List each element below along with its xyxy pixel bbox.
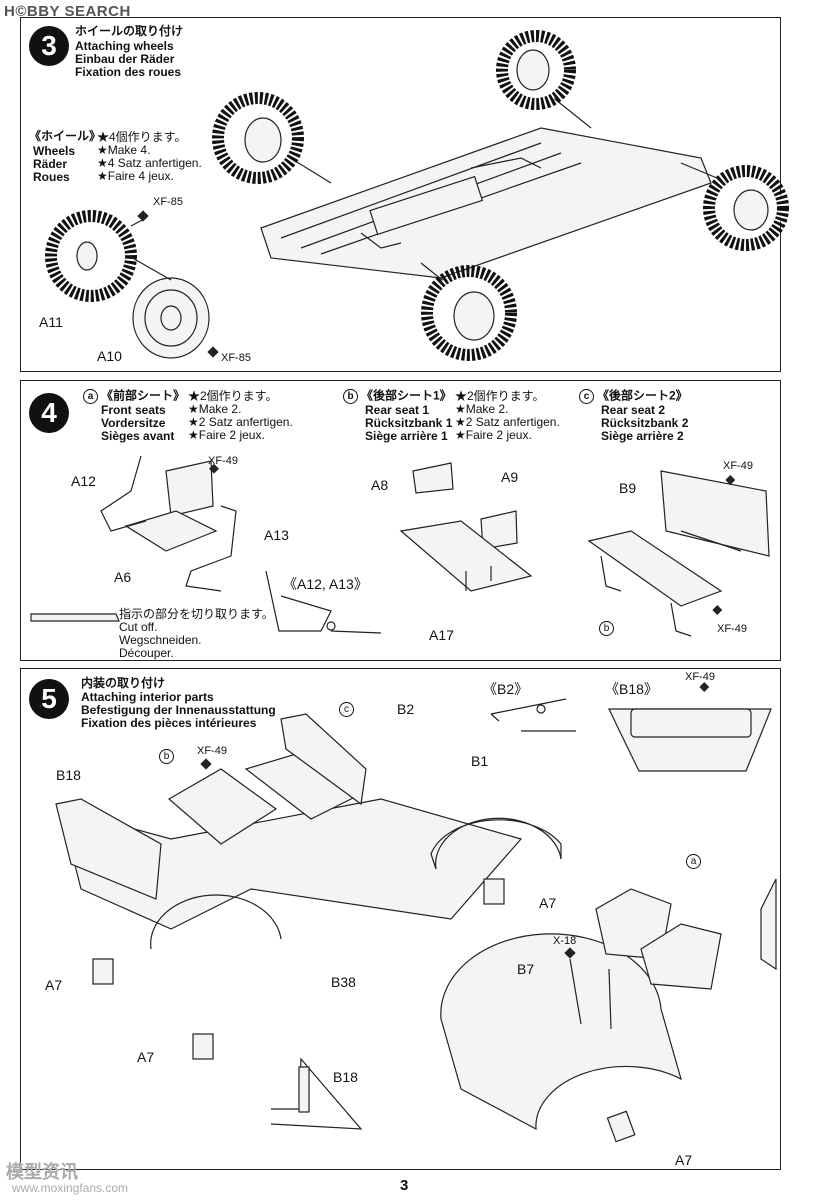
wheels-jp: 《ホイール》 [29, 129, 102, 143]
step-number: 5 [29, 679, 69, 719]
front-make-jp: ★2個作ります。 [188, 389, 278, 403]
circle-a-ref: a [686, 853, 701, 869]
front-seats-jp-text: 《前部シート》 [101, 388, 186, 403]
label-b18-detail: 《B18》 [605, 681, 658, 697]
label-b2: B2 [397, 701, 415, 717]
rear-seat1-jp-text: 《後部シート1》 [361, 388, 452, 403]
label-a12: A12 [71, 473, 96, 489]
rear-seat1-en: Rear seat 1 [365, 403, 430, 417]
cut-fr: Découper. [119, 646, 174, 660]
front-seats-de: Vordersitze [101, 416, 166, 430]
rear-seat1-fr: Siège arrière 1 [365, 429, 448, 443]
rear-seat2-jp: c《後部シート2》 [579, 389, 688, 404]
label-a: a [686, 852, 704, 869]
cut-de: Wegschneiden. [119, 633, 202, 647]
rear-seat1-de: Rücksitzbank 1 [365, 416, 453, 430]
label-xf85-bottom: XF-85 [221, 352, 251, 364]
make-en: ★Make 4. [97, 143, 151, 157]
label-b-circle: b [599, 619, 617, 636]
front-make-de: ★2 Satz anfertigen. [188, 415, 293, 429]
label-x18: X-18 [553, 935, 577, 947]
label-xf49-b: XF-49 [197, 745, 227, 757]
label-xf85-top: XF-85 [153, 196, 183, 208]
circle-b: b [343, 389, 358, 404]
rear1-make-de: ★2 Satz anfertigen. [455, 415, 560, 429]
cut-en: Cut off. [119, 620, 158, 634]
circle-a: a [83, 389, 98, 404]
seats-drawing [30, 455, 770, 637]
label-a7-3: A7 [137, 1049, 155, 1065]
interior-drawing [55, 682, 777, 1143]
label-b2-detail: 《B2》 [483, 681, 529, 697]
label-xf49-a: XF-49 [208, 455, 238, 467]
label-b9: B9 [619, 480, 637, 496]
front-make-fr: ★Faire 2 jeux. [188, 428, 265, 442]
rear-seat2-jp-text: 《後部シート2》 [597, 388, 688, 403]
front-seats-en: Front seats [101, 403, 166, 417]
step-number: 4 [29, 393, 69, 433]
label-a6: A6 [114, 569, 132, 585]
make-de: ★4 Satz anfertigen. [97, 156, 202, 170]
wheels-de: Räder [33, 157, 68, 171]
label-c: c [339, 700, 357, 717]
step-title-de: Einbau der Räder [75, 52, 175, 66]
label-a7-1: A7 [539, 895, 557, 911]
rear-seat2-fr: Siège arrière 2 [601, 429, 684, 443]
circle-c: c [579, 389, 594, 404]
step-title-jp: ホイールの取り付け [75, 24, 184, 38]
step-title-en: Attaching wheels [75, 39, 174, 53]
step-title-en: Attaching interior parts [81, 690, 214, 704]
circle-b-ref: b [159, 748, 174, 764]
step-number: 3 [29, 26, 69, 66]
rear1-make-en: ★Make 2. [455, 402, 509, 416]
rear-seat2-en: Rear seat 2 [601, 403, 666, 417]
cut-jp: 指示の部分を切り取ります。 [119, 607, 274, 621]
wheels-en: Wheels [33, 144, 76, 158]
label-a17: A17 [429, 627, 454, 643]
label-b1: B1 [471, 753, 489, 769]
make-fr: ★Faire 4 jeux. [97, 169, 174, 183]
step-title-fr: Fixation des roues [75, 65, 182, 79]
label-a7-2: A7 [45, 977, 63, 993]
label-b38: B38 [331, 974, 356, 990]
label-a8: A8 [371, 477, 389, 493]
rear-seat2-de: Rücksitzbank 2 [601, 416, 689, 430]
step-title-jp: 内装の取り付け [81, 676, 166, 690]
page-number: 3 [400, 1177, 409, 1194]
label-a10: A10 [97, 348, 122, 364]
label-a7-4: A7 [675, 1152, 693, 1168]
step4-panel: 4 a《前部シート》 Front seats Vordersitze Siège… [20, 380, 781, 661]
watermark: H©BBY SEARCH [4, 3, 131, 20]
wheels-fr: Roues [33, 170, 70, 184]
footer-watermark-cn: 模型资讯 [6, 1162, 78, 1182]
wheel-exploded-drawing [45, 30, 789, 361]
footer-watermark-url: www.moxingfans.com [12, 1181, 129, 1195]
label-b18-inset: B18 [333, 1069, 358, 1085]
front-seats-jp: a《前部シート》 [83, 389, 185, 404]
label-a11: A11 [39, 314, 63, 330]
step5-panel: 5 内装の取り付け Attaching interior parts Befes… [20, 668, 781, 1170]
label-b: b [159, 747, 177, 764]
rear1-make-fr: ★Faire 2 jeux. [455, 428, 532, 442]
step-title-fr: Fixation des pièces intérieures [81, 716, 257, 730]
label-b18: B18 [56, 767, 81, 783]
label-detail-a12-a13: 《A12, A13》 [283, 576, 368, 592]
step3-panel: 3 ホイールの取り付け Attaching wheels Einbau der … [20, 17, 789, 372]
step-title-de: Befestigung der Innenausstattung [81, 703, 276, 717]
label-xf49-c2: XF-49 [717, 623, 747, 635]
label-b7: B7 [517, 961, 535, 977]
circle-b-ref: b [599, 620, 614, 636]
label-a9: A9 [501, 469, 519, 485]
front-seats-fr: Sièges avant [101, 429, 175, 443]
rear-seat1-jp: b《後部シート1》 [343, 389, 452, 404]
rear1-make-jp: ★2個作ります。 [455, 389, 545, 403]
label-a13: A13 [264, 527, 289, 543]
make-jp: ★4個作ります。 [97, 130, 187, 144]
label-xf49-c1: XF-49 [723, 460, 753, 472]
label-xf49-detail: XF-49 [685, 671, 715, 683]
front-make-en: ★Make 2. [188, 402, 242, 416]
circle-c-ref: c [339, 701, 354, 717]
